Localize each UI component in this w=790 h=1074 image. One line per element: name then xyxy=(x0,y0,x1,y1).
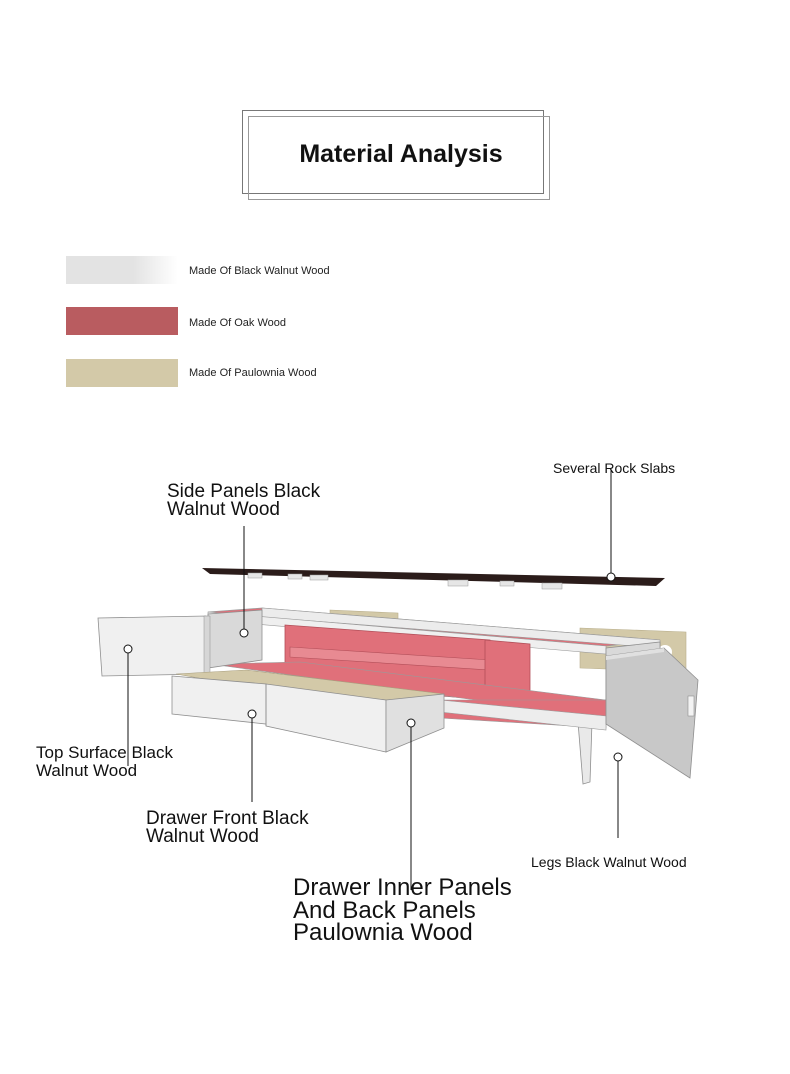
label-drawer-inner: Drawer Inner Panels And Back Panels Paul… xyxy=(293,874,512,946)
page-title: Material Analysis xyxy=(299,139,503,168)
legend-swatch-paulownia xyxy=(66,359,178,387)
legend-swatch-oak xyxy=(66,307,178,335)
label-top-surface: Top Surface Black Walnut Wood xyxy=(36,743,174,780)
title-frame-inner xyxy=(248,116,550,200)
label-legs: Legs Black Walnut Wood xyxy=(531,854,687,870)
label-rock-slabs: Several Rock Slabs xyxy=(553,460,676,476)
left-door xyxy=(97,615,211,677)
rock-slab xyxy=(202,568,665,590)
label-drawer-front: Drawer Front Black Walnut Wood xyxy=(146,808,309,847)
legend-label-paulownia: Made Of Paulownia Wood xyxy=(189,367,317,379)
callout-dots xyxy=(123,572,623,762)
legend-label-walnut: Made Of Black Walnut Wood xyxy=(189,265,330,277)
title-frame-outer xyxy=(242,110,544,194)
legend-label-oak: Made Of Oak Wood xyxy=(189,317,287,329)
left-side-panel xyxy=(207,609,263,669)
right-door xyxy=(605,647,699,779)
label-side-panels: Side Panels Black Walnut Wood xyxy=(167,481,321,520)
drawers xyxy=(171,669,445,753)
leader-lines xyxy=(127,470,619,890)
legend-swatch-walnut xyxy=(66,256,178,284)
